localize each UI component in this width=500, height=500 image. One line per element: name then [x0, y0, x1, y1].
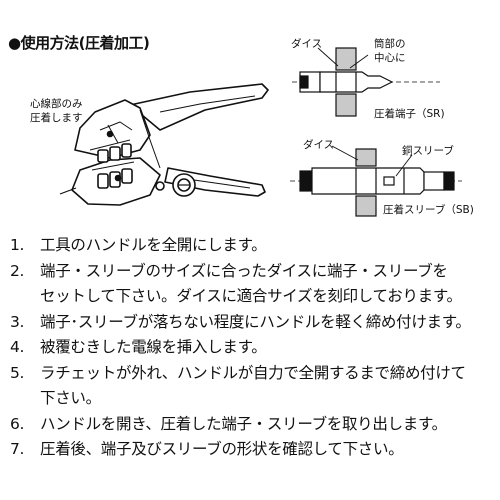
crimp-sleeve-diagram — [290, 145, 462, 217]
die-label-bottom: ダイス — [303, 139, 335, 151]
core-only-label: 心線部のみ 圧着します — [30, 98, 83, 124]
sleeve-caption: 圧着スリーブ（SB) — [383, 204, 474, 216]
crimp-terminal-diagram — [292, 47, 440, 117]
die-label-top: ダイス — [291, 38, 323, 50]
step-1: 1. 工具のハンドルを全開にします。 — [10, 236, 267, 254]
step-5: 5. ラチェットが外れ、ハンドルが自力で全開するまで締め付けて下さい。 — [10, 363, 466, 408]
step-3: 3. 端子･スリーブが落ちない程度にハンドルを軽く締め付けます。 — [10, 312, 471, 331]
usage-illustration — [59, 47, 462, 217]
barrel-center-label: 筒部の 中心に — [374, 38, 406, 64]
step-7: 7. 圧着後、端子及びスリーブの形状を確認して下さい。 — [10, 440, 404, 458]
copper-sleeve-label: 銅スリーブ — [402, 145, 454, 157]
step-6: 6. ハンドルを開き、圧着した端子・スリーブを取り出します。 — [10, 414, 447, 433]
section-title: ●使用方法(圧着加工) — [8, 34, 150, 52]
instruction-list: 1. 工具のハンドルを全開にします。 2. 端子・スリーブのサイズに合ったダイス… — [10, 233, 498, 463]
terminal-caption: 圧着端子（SR) — [374, 108, 445, 120]
step-2: 2. 端子・スリーブのサイズに合ったダイスに端子・スリーブをセットして下さい。ダ… — [10, 261, 462, 306]
step-4: 4. 被覆むきした電線を挿入します。 — [10, 338, 267, 356]
crimping-tool-illustration — [59, 83, 269, 206]
